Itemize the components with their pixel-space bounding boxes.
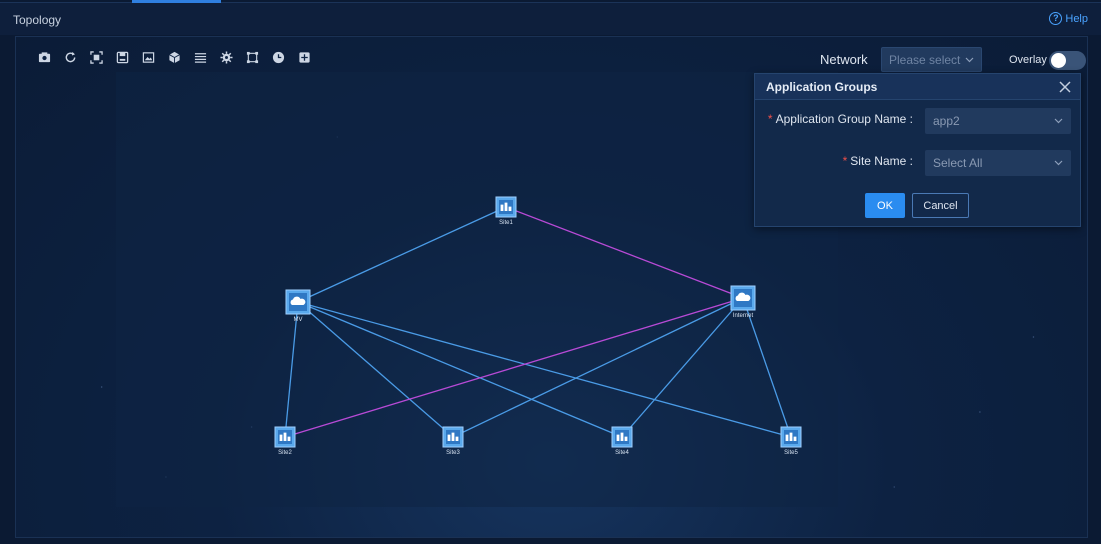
dialog-title: Application Groups [766,79,878,94]
node-site1[interactable]: Site1 [495,196,517,226]
application-groups-dialog: Application Groups * Application Group N… [754,73,1081,227]
topology-toolbar [36,49,312,65]
network-select[interactable]: Please select [881,47,982,72]
link-internet-site3[interactable] [452,297,744,438]
help-link[interactable]: ? Help [1049,12,1088,25]
node-label: Site1 [499,220,513,226]
network-label: Network [820,52,868,67]
node-site3[interactable]: Site3 [442,426,464,456]
overlay-label: Overlay [1009,54,1047,66]
node-site2[interactable]: Site2 [274,426,296,456]
link-mv-site2[interactable] [284,301,299,438]
clock-icon[interactable] [270,49,286,65]
link-site1-internet[interactable] [505,206,744,299]
link-mv-site4[interactable] [297,301,623,438]
node-internet[interactable]: Internet [730,285,756,319]
cancel-button[interactable]: Cancel [912,193,969,218]
ok-button[interactable]: OK [865,193,905,218]
help-label: Help [1065,12,1088,25]
node-label: MV [294,317,303,323]
group-name-label: Application Group Name : [775,112,913,126]
link-internet-site4[interactable] [621,297,744,438]
node-label: Site4 [615,450,629,456]
screenshot-icon[interactable] [36,49,52,65]
chevron-down-icon [965,57,974,62]
chevron-down-icon [1054,118,1063,124]
required-marker: * [767,112,773,126]
overlay-toggle[interactable] [1049,51,1086,70]
save-icon[interactable] [114,49,130,65]
link-internet-site5[interactable] [742,297,792,438]
network-select-placeholder: Please select [889,52,961,67]
site-name-row: * Site Name : [763,154,913,168]
topology-canvas[interactable] [116,72,838,507]
node-site5[interactable]: Site5 [780,426,802,456]
close-icon[interactable] [1058,80,1072,94]
group-name-value: app2 [933,114,960,128]
toggle-knob [1051,53,1066,68]
node-mv[interactable]: MV [285,289,311,323]
node-label: Site5 [784,450,798,456]
settings-icon[interactable] [218,49,234,65]
site-name-value: Select All [933,156,983,170]
refresh-icon[interactable] [62,49,78,65]
chevron-down-icon [1054,160,1063,166]
export-icon[interactable] [296,49,312,65]
node-site4[interactable]: Site4 [611,426,633,456]
page-title: Topology [13,13,62,27]
select-area-icon[interactable] [244,49,260,65]
required-marker: * [842,154,848,168]
site-name-select[interactable]: Select All [925,150,1071,176]
image-icon[interactable] [140,49,156,65]
site-name-label: Site Name : [850,154,913,168]
node-label: Site3 [446,450,460,456]
active-tab-indicator [132,0,221,3]
link-mv-site3[interactable] [297,301,454,438]
link-mv-site5[interactable] [297,301,792,438]
link-site1-mv[interactable] [297,206,507,303]
group-name-row: * Application Group Name : [763,112,913,126]
link-internet-site2[interactable] [284,297,744,438]
node-label: Site2 [278,450,292,456]
page-header: Topology ? Help [0,3,1101,35]
fit-view-icon[interactable] [88,49,104,65]
help-icon: ? [1049,12,1063,25]
node-label: Internet [733,313,754,319]
3d-cube-icon[interactable] [166,49,182,65]
group-name-select[interactable]: app2 [925,108,1071,134]
dialog-header: Application Groups [755,74,1080,100]
top-border [0,2,1101,3]
layers-icon[interactable] [192,49,208,65]
